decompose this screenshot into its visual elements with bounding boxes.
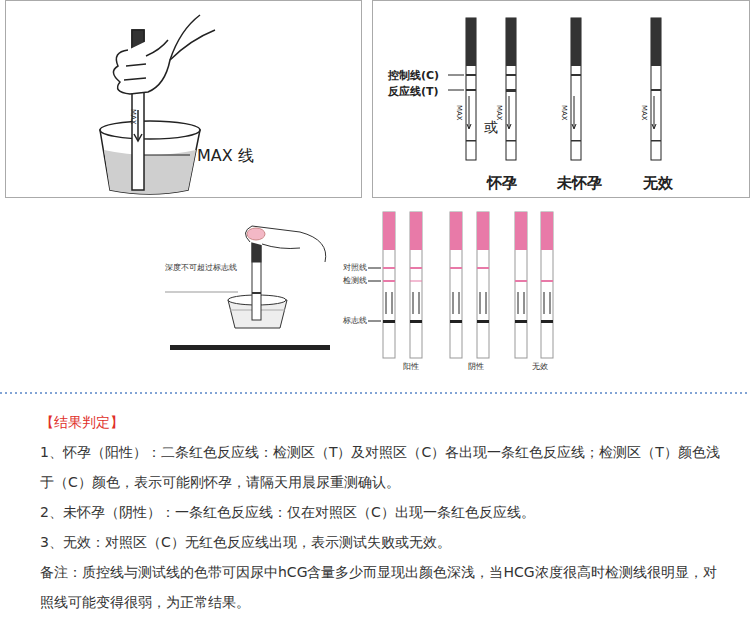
result-text: 2、未怀孕（阴性）：一条红色反应线：仅在对照区（C）出现一条红色反应线。 xyxy=(40,497,722,527)
result-strips xyxy=(448,18,661,160)
result-text: 1、怀孕（阳性）：二条红色反应线：检测区（T）及对照区（C）各出现一条红色反应线… xyxy=(40,437,722,497)
panel-label: 未怀孕 xyxy=(557,175,602,192)
panel-box: MAX 线 MAX xyxy=(5,0,362,198)
figure-label: 阳性 xyxy=(403,362,419,371)
result-text: 【结果判定】 xyxy=(40,407,124,437)
figure-label: 对照线 xyxy=(343,263,367,272)
figure-label: 标志线 xyxy=(343,316,367,325)
panel-label: 反应线(T) xyxy=(388,86,439,99)
figure-label: 无效 xyxy=(532,362,548,371)
panel-label: MAX 线 xyxy=(197,147,254,165)
result-strips-2 xyxy=(368,212,553,358)
result-text: 备注：质控线与测试线的色带可因尿中hCG含量多少而显现出颜色深浅，当HCG浓度很… xyxy=(40,557,722,617)
panel-label: 怀孕 xyxy=(487,175,517,192)
panel-label: 无效 xyxy=(643,175,673,192)
result-text: 3、无效：对照区（C）无红色反应线出现，表示测试失败或无效。 xyxy=(40,527,722,557)
strip-mark: MAX xyxy=(455,105,463,121)
dip-illustration xyxy=(100,15,215,194)
figure-label: 检测线 xyxy=(343,276,367,285)
strip-mark: MAX xyxy=(560,105,568,121)
figure-label: 阴性 xyxy=(468,362,484,371)
dotted-divider xyxy=(0,392,750,394)
strip-mark: MAX xyxy=(495,105,503,121)
dip-illustration-2 xyxy=(165,226,330,350)
strip-mark: MAX xyxy=(640,105,648,121)
figure-label: 深度不可超过标志线 xyxy=(165,263,237,272)
panel-label: 控制线(C) xyxy=(388,70,439,83)
panel-label: 或 xyxy=(484,119,498,135)
panel-box: 控制线(C)反应线(T)MAX或MAXMAXMAX怀孕未怀孕无效 xyxy=(372,0,750,198)
strip-mark: MAX xyxy=(129,109,137,125)
